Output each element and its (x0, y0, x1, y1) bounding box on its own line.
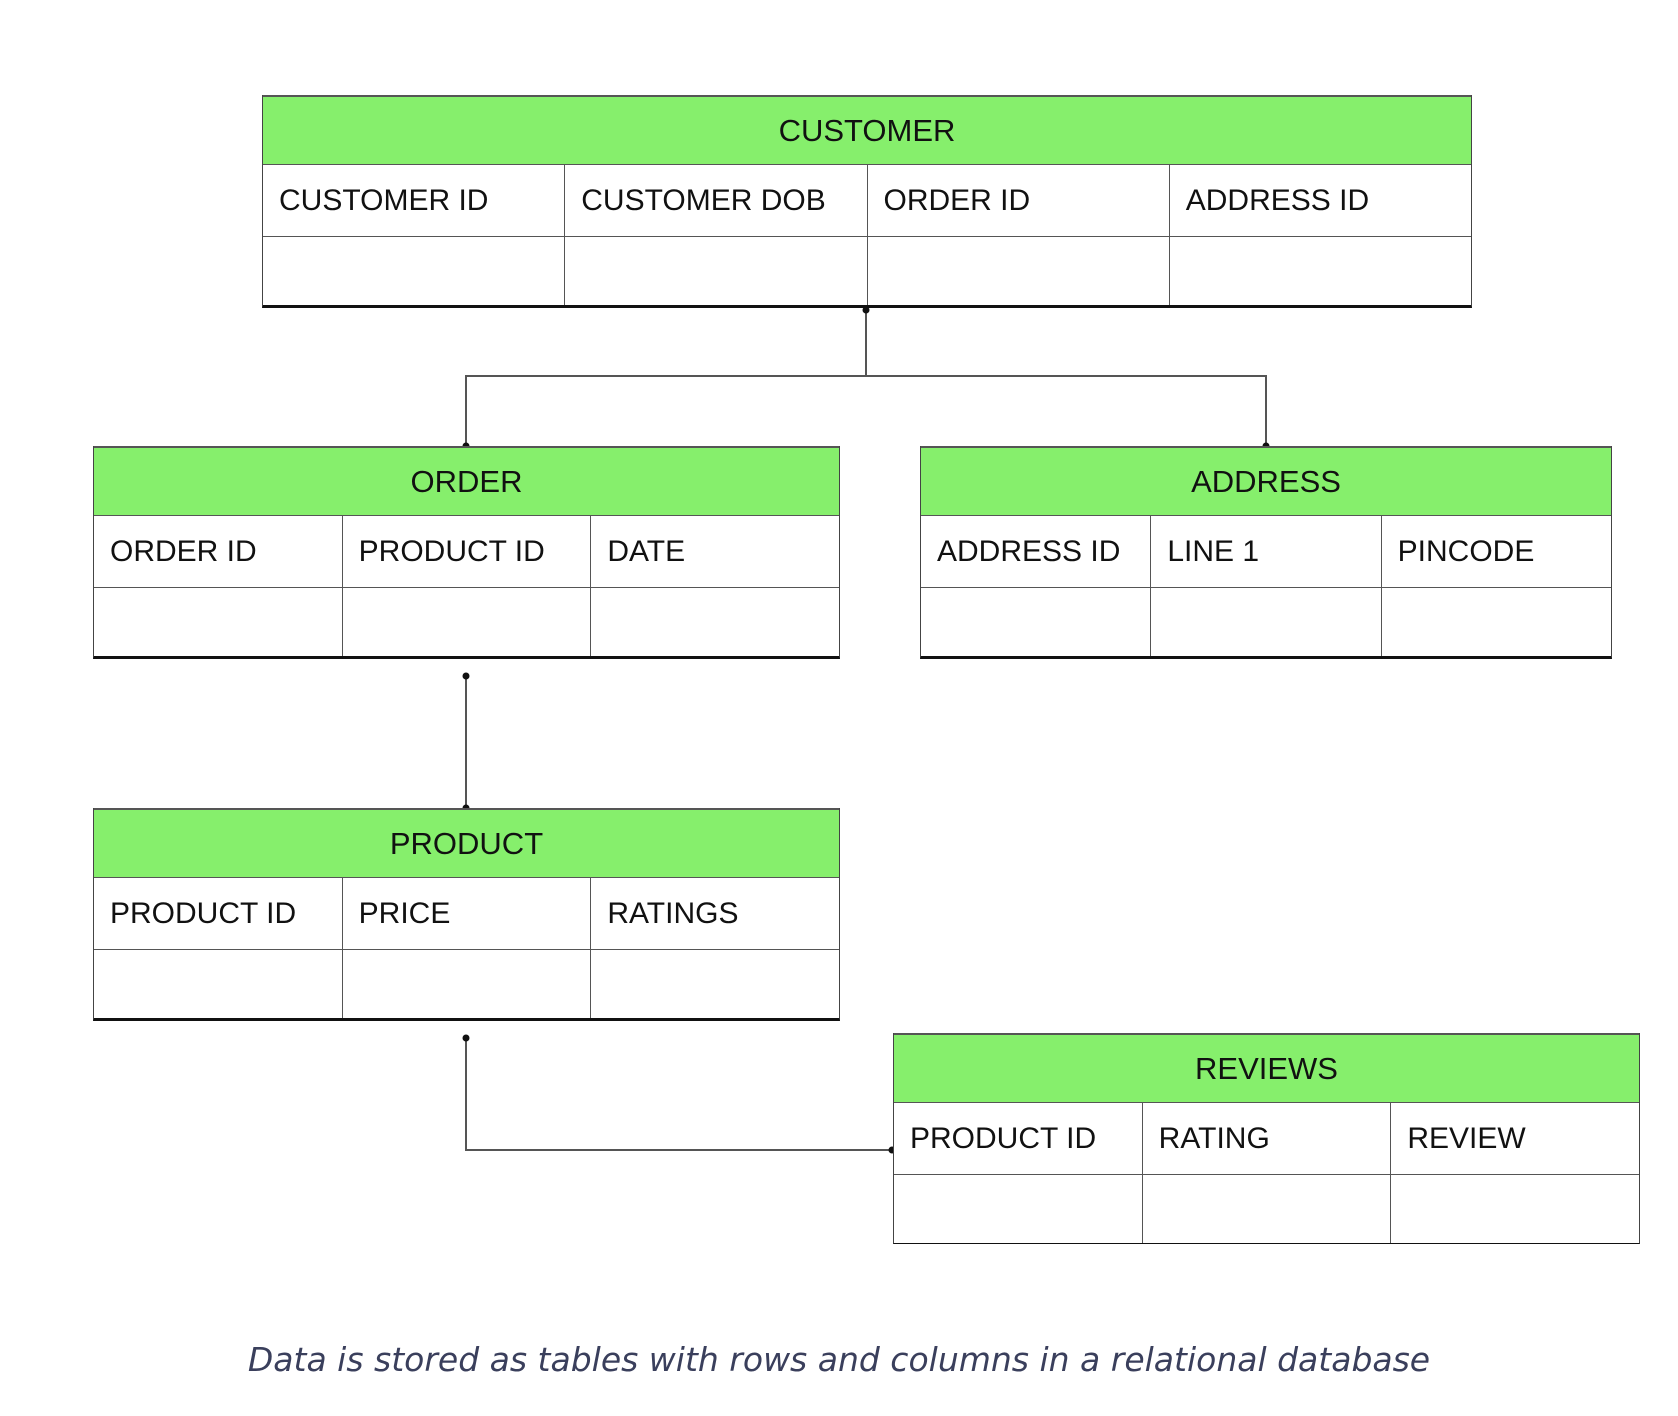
connector-product-reviews (465, 1036, 894, 1151)
empty-cell (1382, 588, 1611, 656)
column-product-id: PRODUCT ID (894, 1103, 1143, 1174)
connector-dot (462, 672, 470, 680)
reviews-table: REVIEWS PRODUCT ID RATING REVIEW (893, 1033, 1640, 1244)
column-address-id: ADDRESS ID (921, 516, 1152, 587)
column-customer-dob: CUSTOMER DOB (565, 165, 868, 236)
customer-table: CUSTOMER CUSTOMER ID CUSTOMER DOB ORDER … (262, 95, 1472, 308)
column-ratings: RATINGS (607, 896, 739, 930)
empty-cell (565, 237, 868, 305)
empty-cell (94, 950, 343, 1018)
product-table-title: PRODUCT (94, 808, 839, 878)
product-header-row: PRODUCT ID PRICE RATINGS (94, 878, 839, 950)
column-product-id: PRODUCT ID (343, 516, 592, 587)
customer-header-row: CUSTOMER ID CUSTOMER DOB ORDER ID ADDRES… (263, 165, 1471, 237)
order-empty-row (94, 588, 839, 656)
empty-cell (1170, 237, 1471, 305)
column-product-id: PRODUCT ID (94, 878, 343, 949)
order-table: ORDER ORDER ID PRODUCT ID DATE (93, 446, 840, 659)
connector-dot (462, 1034, 470, 1042)
empty-cell (343, 950, 592, 1018)
empty-cell (868, 237, 1170, 305)
order-table-title: ORDER (94, 446, 839, 516)
address-empty-row (921, 588, 1611, 656)
empty-cell (1151, 588, 1382, 656)
column-rating: RATING (1143, 1103, 1392, 1174)
column-price: PRICE (343, 878, 592, 949)
connector-customer-order (465, 308, 867, 448)
column-review: REVIEW (1407, 1121, 1526, 1155)
product-empty-row (94, 950, 839, 1018)
reviews-table-title: REVIEWS (894, 1033, 1639, 1103)
order-header-row: ORDER ID PRODUCT ID DATE (94, 516, 839, 588)
empty-cell (263, 237, 566, 305)
column-order-id: ORDER ID (94, 516, 343, 587)
reviews-header-row: PRODUCT ID RATING REVIEW (894, 1103, 1639, 1175)
empty-cell (1391, 1175, 1639, 1243)
empty-cell (921, 588, 1152, 656)
column-address-id: ADDRESS ID (1185, 183, 1370, 217)
empty-cell (591, 950, 839, 1018)
customer-empty-row (263, 237, 1471, 305)
column-order-id: ORDER ID (868, 165, 1170, 236)
diagram-caption: Data is stored as tables with rows and c… (247, 1340, 1431, 1379)
connector-customer-address (866, 375, 1267, 448)
empty-cell (343, 588, 592, 656)
empty-cell (1143, 1175, 1392, 1243)
customer-table-title: CUSTOMER (263, 95, 1471, 165)
empty-cell (591, 588, 839, 656)
address-table-title: ADDRESS (921, 446, 1611, 516)
reviews-empty-row (894, 1175, 1639, 1243)
empty-cell (894, 1175, 1143, 1243)
product-table: PRODUCT PRODUCT ID PRICE RATINGS (93, 808, 840, 1021)
address-table: ADDRESS ADDRESS ID LINE 1 PINCODE (920, 446, 1612, 659)
column-customer-id: CUSTOMER ID (263, 165, 566, 236)
empty-cell (94, 588, 343, 656)
address-header-row: ADDRESS ID LINE 1 PINCODE (921, 516, 1611, 588)
column-date: DATE (607, 534, 686, 568)
column-line-1: LINE 1 (1151, 516, 1382, 587)
column-pincode: PINCODE (1397, 534, 1535, 568)
